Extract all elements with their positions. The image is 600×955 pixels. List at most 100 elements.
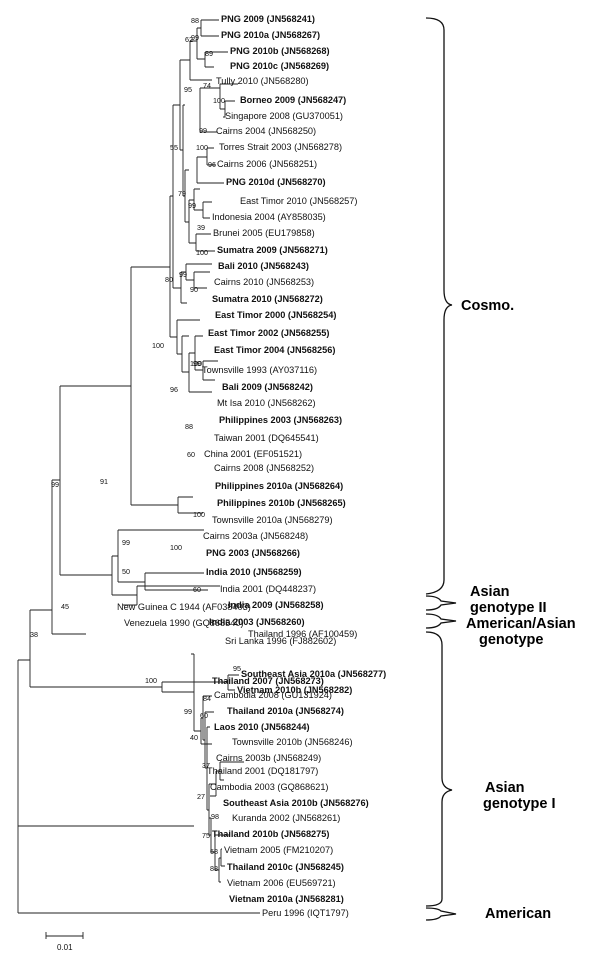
taxon-label: Indonesia 2004 (AY858035) — [212, 212, 326, 222]
taxon-label: Cambodia 2003 (GQ868621) — [210, 782, 329, 792]
bootstrap-value: 89 — [205, 49, 213, 58]
taxon-label: India 2010 (JN568259) — [206, 567, 302, 577]
taxon-label: Sumatra 2009 (JN568271) — [217, 245, 328, 255]
bootstrap-value: 100 — [145, 676, 157, 685]
taxon-label: Thailand 1996 (AF100459) — [248, 629, 357, 639]
taxon-label: Brunei 2005 (EU179858) — [213, 228, 315, 238]
taxon-label: Townsville 2010b (JN568246) — [232, 737, 353, 747]
taxon-label: Philippines 2010a (JN568264) — [215, 481, 343, 491]
taxon-label: Bali 2010 (JN568243) — [218, 261, 309, 271]
bootstrap-value: 99 — [191, 33, 199, 42]
taxon-label: Thailand 2007 (JN568273) — [212, 676, 324, 686]
bootstrap-value: 91 — [100, 477, 108, 486]
bootstrap-value: 60 — [193, 585, 201, 594]
bootstrap-value: 96 — [170, 385, 178, 394]
bootstrap-value: 74 — [203, 81, 211, 90]
taxon-label: Mt Isa 2010 (JN568262) — [217, 398, 316, 408]
taxon-label: Vietnam 2006 (EU569721) — [227, 878, 336, 888]
group-label-american: American — [485, 906, 551, 922]
taxon-label: Laos 2010 (JN568244) — [214, 722, 310, 732]
taxon-label: Townsville 2010a (JN568279) — [212, 515, 333, 525]
taxon-label: Singapore 2008 (GU370051) — [225, 111, 343, 121]
taxon-label: PNG 2009 (JN568241) — [221, 14, 315, 24]
taxon-label: Sumatra 2010 (JN568272) — [212, 294, 323, 304]
bootstrap-value: 79 — [178, 189, 186, 198]
bootstrap-value: 100 — [193, 510, 205, 519]
taxon-label: Cairns 2003b (JN568249) — [216, 753, 321, 763]
taxon-label: Cairns 2008 (JN568252) — [214, 463, 314, 473]
taxon-label: Torres Strait 2003 (JN568278) — [219, 142, 342, 152]
taxon-label: Sri Lanka 1996 (FJ882602) — [225, 636, 336, 646]
bootstrap-value: 100 — [213, 96, 225, 105]
bootstrap-value: 100 — [190, 359, 202, 368]
taxon-label: East Timor 2004 (JN568256) — [214, 345, 335, 355]
cosmo-brace — [425, 17, 453, 595]
bootstrap-value: 96 — [208, 160, 216, 169]
taxon-label: Vietnam 2010a (JN568281) — [229, 894, 344, 904]
taxon-label: India 2003 (JN568260) — [209, 617, 305, 627]
taxon-label: Peru 1996 (IQT1797) — [262, 908, 349, 918]
taxon-label: China 2001 (EF051521) — [204, 449, 302, 459]
scale-bar-label: 0.01 — [57, 943, 73, 952]
taxon-label: Bali 2009 (JN568242) — [222, 382, 313, 392]
bootstrap-value: 40 — [190, 733, 198, 742]
taxon-label: Thailand 2010b (JN568275) — [212, 829, 329, 839]
bootstrap-value: 88 — [191, 16, 199, 25]
group-label-american-asian-line1: American/Asian — [466, 616, 576, 632]
taxon-label: Vietnam 2005 (FM210207) — [224, 845, 333, 855]
bootstrap-value: 50 — [122, 567, 130, 576]
american-asian-genotype-brace — [425, 613, 457, 629]
bootstrap-value: 95 — [233, 664, 241, 673]
bootstrap-value: 100 — [152, 341, 164, 350]
taxon-label: PNG 2010a (JN568267) — [221, 30, 320, 40]
taxon-label: Cairns 2010 (JN568253) — [214, 277, 314, 287]
bootstrap-value: 99 — [188, 201, 196, 210]
taxon-label: Cairns 2006 (JN568251) — [217, 159, 317, 169]
group-label-asian-i-line2: genotype I — [483, 796, 556, 812]
taxon-label: PNG 2010c (JN568269) — [230, 61, 329, 71]
tree-branches — [17, 19, 260, 914]
asian-genotype-i-brace — [425, 631, 453, 907]
taxon-label: India 2001 (DQ448237) — [220, 584, 316, 594]
taxon-label: Thailand 2001 (DQ181797) — [207, 766, 318, 776]
bootstrap-value: 60 — [187, 450, 195, 459]
taxon-label: Venezuela 1990 (GQ868540) — [124, 618, 244, 628]
bootstrap-value: 99 — [179, 270, 187, 279]
bootstrap-value: 99 — [51, 480, 59, 489]
bootstrap-value: 62 — [185, 35, 193, 44]
bootstrap-value: 95 — [184, 85, 192, 94]
bootstrap-value: 27 — [197, 792, 205, 801]
asian-genotype-ii-brace — [425, 595, 457, 611]
bootstrap-value: 55 — [170, 143, 178, 152]
bootstrap-value: 98 — [211, 812, 219, 821]
american-brace — [425, 907, 457, 921]
bootstrap-value: 68 — [210, 847, 218, 856]
taxon-label: East Timor 2002 (JN568255) — [208, 328, 329, 338]
bootstrap-value: 100 — [170, 543, 182, 552]
taxon-label: Kuranda 2002 (JN568261) — [232, 813, 340, 823]
taxon-label: Thailand 2010c (JN568245) — [227, 862, 344, 872]
group-label-cosmo: Cosmo. — [461, 298, 514, 314]
taxon-label: Cambodia 2008 (GU131924) — [214, 690, 332, 700]
bootstrap-value: 80 — [165, 275, 173, 284]
bootstrap-value: 100 — [196, 143, 208, 152]
taxon-label: Tully 2010 (JN568280) — [216, 76, 309, 86]
taxon-label: PNG 2010b (JN568268) — [230, 46, 330, 56]
group-label-asian-i-line1: Asian — [485, 780, 525, 796]
taxon-label: Southeast Asia 2010b (JN568276) — [223, 798, 369, 808]
bootstrap-value: 99 — [184, 707, 192, 716]
taxon-label: Southeast Asia 2010a (JN568277) — [241, 669, 386, 679]
taxon-label: Borneo 2009 (JN568247) — [240, 95, 346, 105]
bootstrap-value: 45 — [61, 602, 69, 611]
bootstrap-value: 88 — [210, 864, 218, 873]
group-label-asian-ii-line2: genotype II — [470, 600, 547, 616]
taxon-label: India 2009 (JN568258) — [228, 600, 324, 610]
bootstrap-value: 60 — [200, 711, 208, 720]
bootstrap-value: 75 — [202, 831, 210, 840]
taxon-label: East Timor 2000 (JN568254) — [215, 310, 336, 320]
bootstrap-value: 99 — [122, 538, 130, 547]
taxon-label: Taiwan 2001 (DQ645541) — [214, 433, 319, 443]
taxon-label: Vietnam 2010b (JN568282) — [237, 685, 352, 695]
